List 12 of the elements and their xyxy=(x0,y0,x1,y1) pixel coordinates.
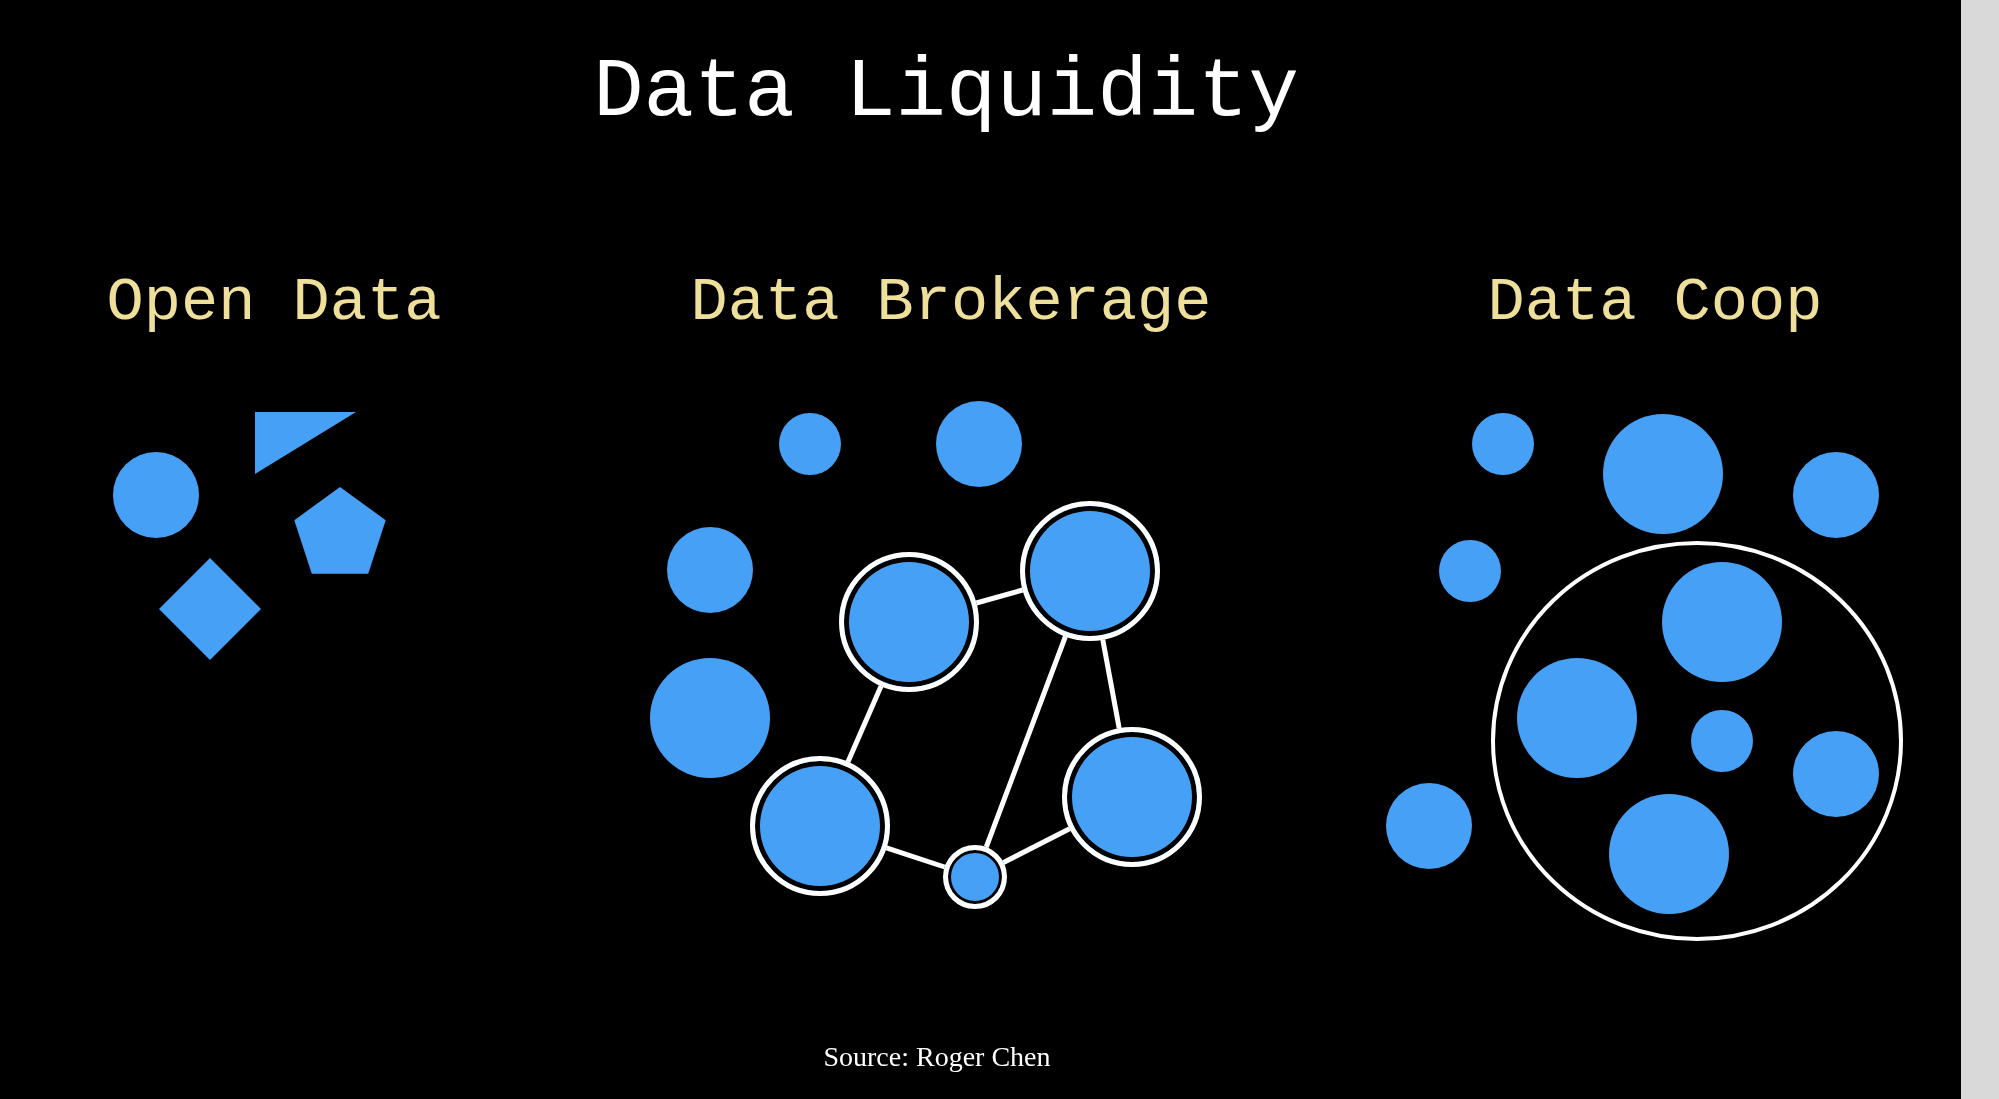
connector-line xyxy=(845,685,884,763)
section-heading: Open Data xyxy=(106,266,442,338)
connector-line xyxy=(975,587,1024,606)
title: Data Liquidity xyxy=(593,44,1299,140)
connector-line xyxy=(885,845,946,870)
connector-line xyxy=(983,635,1068,848)
connector-line xyxy=(1002,826,1071,865)
node-circle xyxy=(943,845,1007,909)
source-caption: Source: Roger Chen xyxy=(823,1041,1051,1073)
section-heading: Data Brokerage xyxy=(690,266,1212,338)
section-heading: Data Coop xyxy=(1487,266,1823,338)
connector-line xyxy=(1100,639,1122,729)
